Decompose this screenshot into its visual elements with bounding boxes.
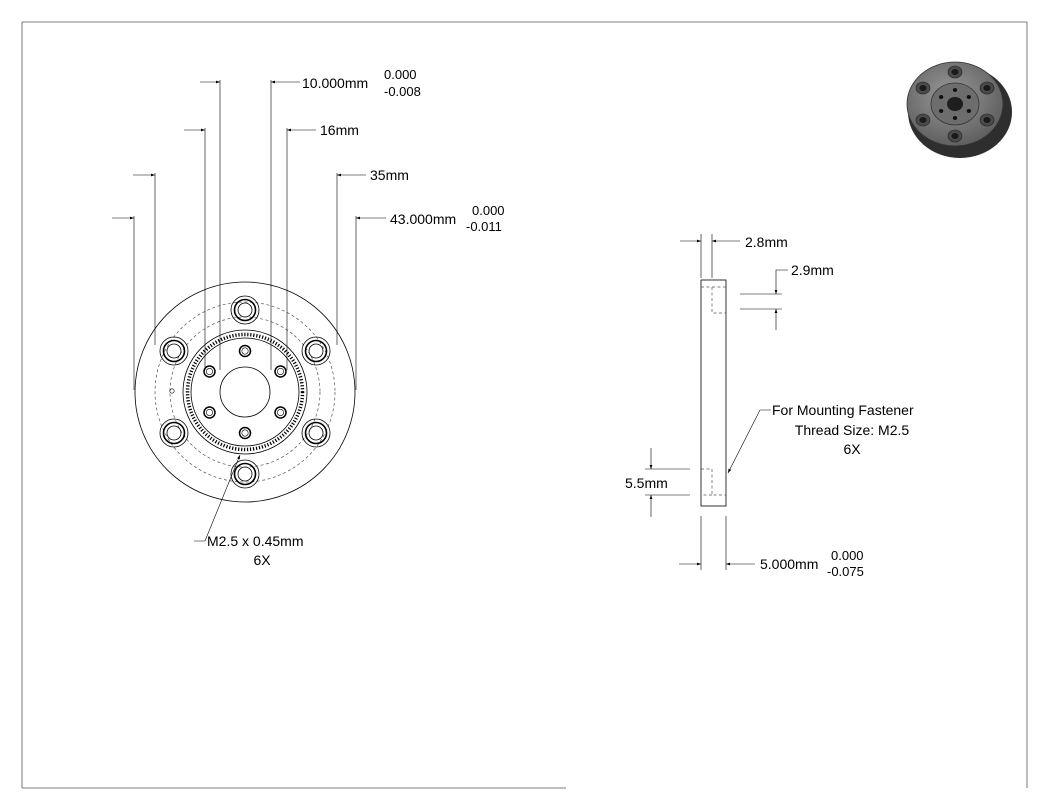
outer-diameter-label: 43.000mm <box>390 211 456 227</box>
mounting-hole <box>159 336 189 366</box>
tapped-hole <box>203 406 216 419</box>
tapped-hole-note: M2.5 x 0.45mm <box>207 533 303 549</box>
boss-knurl-ring <box>185 332 305 452</box>
center-bore <box>219 366 271 418</box>
locator-dot <box>169 388 175 394</box>
front-dimensions: 10.000mm 0.000 -0.008 16mm 35mm 43.000mm… <box>112 67 505 568</box>
mounting-hole <box>159 418 189 448</box>
iso-tapped-hole <box>938 109 944 113</box>
boss-inner-circle <box>190 337 300 447</box>
boss-outer-circle <box>182 329 308 455</box>
mounting-hole <box>301 336 331 366</box>
side-view <box>700 279 727 507</box>
tapped-hole <box>203 365 216 378</box>
tapped-hole-count: 6X <box>253 552 271 568</box>
drawing-frame <box>21 21 1028 789</box>
counterbore-depth-label: 2.8mm <box>745 234 788 250</box>
flange-hidden-circle <box>154 301 336 483</box>
tapped-hole <box>274 406 287 419</box>
tapped-hole <box>274 365 287 378</box>
side-profile <box>700 279 727 507</box>
mounting-hole <box>230 295 260 325</box>
pocket-height-label: 5.5mm <box>625 475 668 491</box>
thickness-label: 5.000mm <box>760 556 818 572</box>
side-dimensions: 2.8mm 2.9mm 5.5mm 5.000mm 0.000 -0.075 F… <box>625 234 914 579</box>
mounting-holes <box>159 295 331 489</box>
mounting-hole <box>230 459 260 489</box>
iso-tapped-hole <box>952 88 958 92</box>
mounting-hole <box>301 418 331 448</box>
iso-mounting-hole <box>915 113 931 127</box>
mounting-note-line1: For Mounting Fastener <box>772 402 914 418</box>
iso-tapped-hole <box>952 116 958 120</box>
iso-tapped-hole <box>938 95 944 99</box>
mounting-note-line3: 6X <box>843 441 861 457</box>
bore-upper-tolerance: 0.000 <box>384 67 417 82</box>
hole-pattern-outer-label: 35mm <box>370 167 409 183</box>
flange-hidden-circle-inner <box>169 316 321 468</box>
outer-diameter-lower-tolerance: -0.011 <box>466 219 502 234</box>
hole-pattern-inner-label: 16mm <box>320 122 359 138</box>
thickness-upper-tolerance: 0.000 <box>831 548 864 563</box>
iso-tapped-hole <box>966 95 972 99</box>
outer-diameter-upper-tolerance: 0.000 <box>472 203 505 218</box>
step-height-label: 2.9mm <box>791 262 834 278</box>
tapped-holes <box>203 344 287 440</box>
iso-mounting-hole <box>979 81 995 95</box>
bore-dimension-label: 10.000mm <box>302 75 368 91</box>
iso-mounting-hole <box>979 113 995 127</box>
isometric-view <box>906 61 1012 158</box>
bore-lower-tolerance: -0.008 <box>384 84 421 99</box>
tapped-hole <box>238 344 252 358</box>
mounting-note-line2: Thread Size: M2.5 <box>795 422 910 438</box>
iso-mounting-hole <box>947 65 963 79</box>
thickness-lower-tolerance: -0.075 <box>827 564 864 579</box>
iso-tapped-hole <box>966 109 972 113</box>
front-view <box>134 281 356 503</box>
outer-circle <box>134 281 356 503</box>
tapped-hole <box>238 426 252 440</box>
iso-mounting-hole <box>947 129 963 143</box>
iso-mounting-hole <box>915 81 931 95</box>
